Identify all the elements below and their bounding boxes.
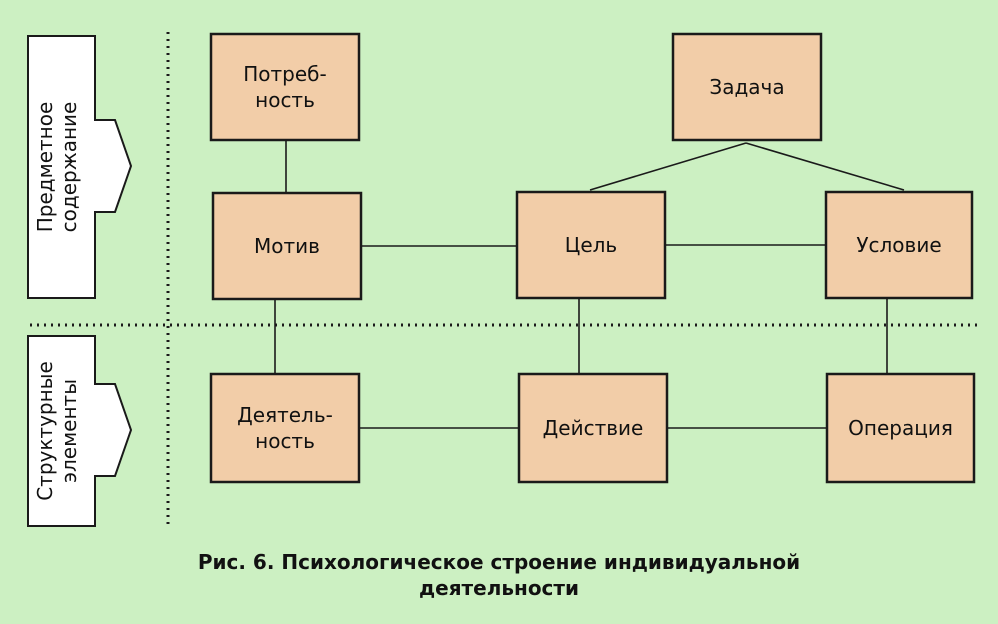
figure-caption-line-1: Рис. 6. Психологическое строение индивид…: [197, 550, 801, 574]
node-need: Потреб-ность: [209, 32, 361, 142]
node-label-goal-1: Цель: [565, 233, 617, 257]
connection-lines: [274, 140, 905, 429]
node-operation: Операция: [825, 372, 976, 484]
connector-task-goal: [589, 142, 747, 191]
node-motive: Мотив: [211, 191, 363, 301]
node-label-activity-1: Деятель-: [237, 403, 333, 427]
node-box-action: [517, 372, 669, 484]
node-box-operation: [825, 372, 976, 484]
side-label-bottom-line-1: Структурные: [33, 361, 57, 501]
node-box-need: [209, 32, 361, 142]
figure-caption-line-2: деятельности: [418, 576, 580, 600]
side-label-structural-elements: Структурные элементы: [27, 335, 133, 527]
side-arrow-shape-top: [27, 35, 133, 299]
side-label-top-line-1: Предметное: [33, 102, 57, 233]
node-action: Действие: [517, 372, 669, 484]
node-label-action-1: Действие: [543, 416, 644, 440]
node-goal: Цель: [515, 190, 667, 300]
node-label-activity-2: ность: [255, 429, 315, 453]
node-activity: Деятель-ность: [209, 372, 361, 484]
side-arrow-shape-bottom: [27, 335, 133, 527]
node-label-motive-1: Мотив: [254, 234, 320, 258]
node-box-activity: [209, 372, 361, 484]
node-task: Задача: [671, 32, 823, 142]
node-label-operation-1: Операция: [848, 416, 953, 440]
node-label-condition-1: Условие: [856, 233, 941, 257]
side-label-bottom-line-2: элементы: [57, 379, 81, 483]
node-condition: Условие: [824, 190, 974, 300]
node-box-goal: [515, 190, 667, 300]
side-label-top-line-2: содержание: [57, 102, 81, 233]
connector-task-condition: [745, 142, 905, 191]
node-box-condition: [824, 190, 974, 300]
node-label-need-2: ность: [255, 88, 315, 112]
node-box-task: [671, 32, 823, 142]
side-label-subject-content: Предметное содержание: [27, 35, 133, 299]
node-label-task-1: Задача: [709, 75, 784, 99]
node-label-need-1: Потреб-: [243, 62, 326, 86]
node-box-motive: [211, 191, 363, 301]
